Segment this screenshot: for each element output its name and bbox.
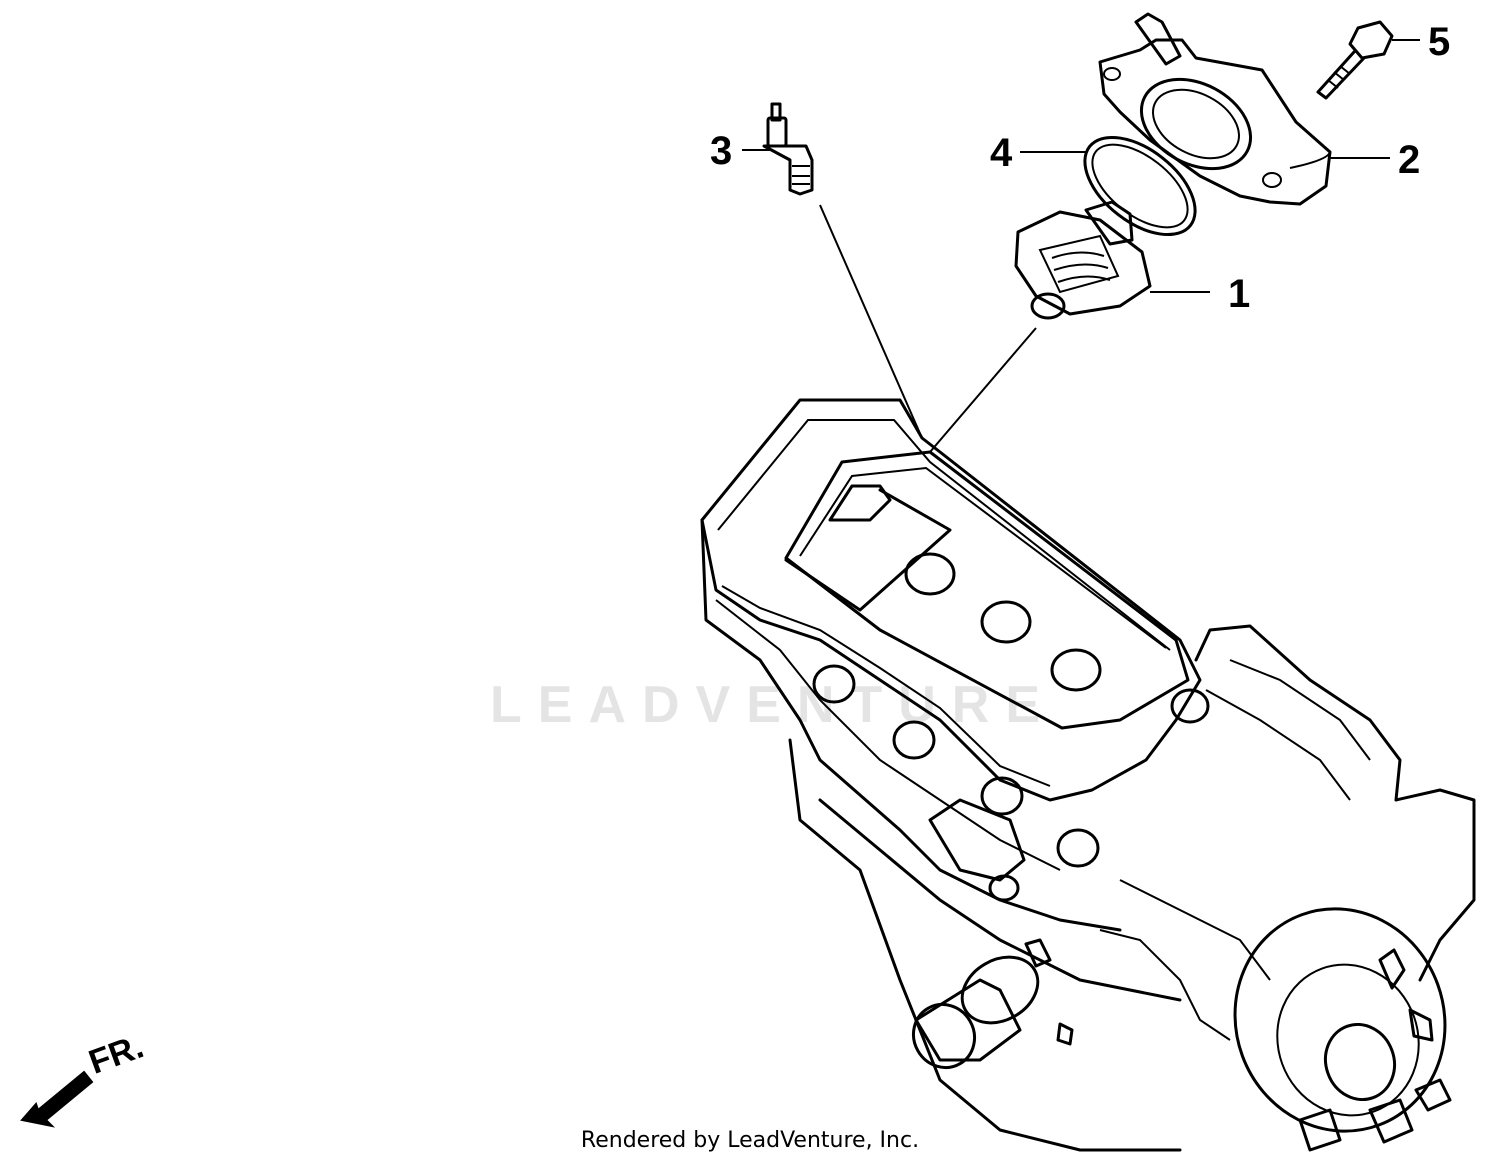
footer-credit: Rendered by LeadVenture, Inc. [580,1128,920,1153]
part-3-sensor[interactable] [762,102,814,196]
install-line-1 [929,327,1037,453]
callout-5[interactable]: 5 [1428,20,1451,64]
callout-4[interactable]: 4 [990,131,1013,175]
front-arrow-icon [20,1070,94,1128]
part-2-thermostat-cover[interactable] [1098,12,1332,206]
callout-1[interactable]: 1 [1228,272,1251,316]
install-line-3 [819,204,923,439]
callout-2[interactable]: 2 [1398,138,1421,182]
watermark: LEADVENTURE [490,676,1057,734]
part-1-thermostat[interactable] [1014,200,1152,320]
part-4-gasket[interactable] [1067,118,1212,254]
engine-block [700,398,1476,1152]
callout-3[interactable]: 3 [710,129,733,173]
part-5-bolt[interactable] [1316,20,1394,100]
